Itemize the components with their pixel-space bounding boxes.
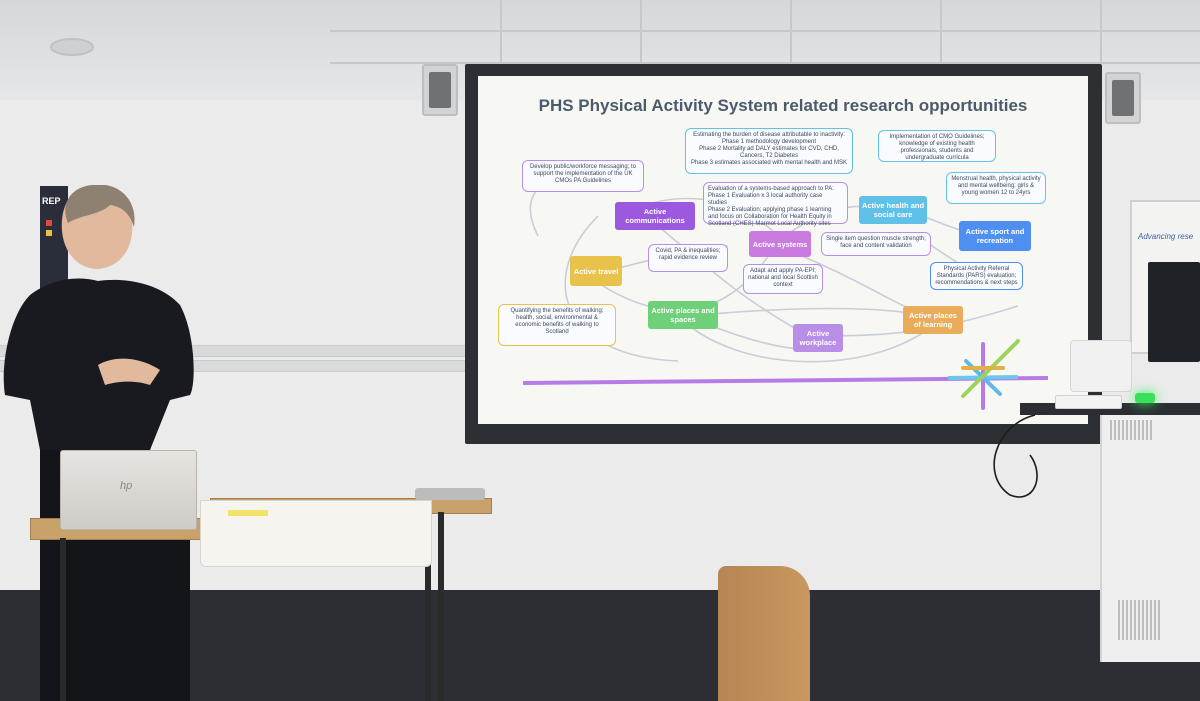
ceiling-downlight [50, 38, 94, 56]
node-active-health-social-care: Active health and social care [859, 196, 927, 224]
projected-slide: PHS Physical Activity System related res… [478, 76, 1088, 424]
ceiling-tile-line [330, 62, 1200, 64]
box-muscle-strength: Single item question muscle strength; fa… [821, 232, 931, 256]
node-active-places-spaces: Active places and spaces [648, 301, 718, 329]
link-line [677, 315, 939, 363]
ceiling-tile-line [940, 0, 942, 64]
laptop-logo: hp [120, 480, 133, 492]
box-menstrual-health: Menstrual health, physical activity and … [946, 172, 1046, 204]
box-cmo-guidelines: Implementation of CMO Guidelines; knowle… [878, 130, 996, 162]
sticky-notes [228, 510, 268, 516]
monitor [1148, 262, 1200, 362]
lectern-vent [1110, 420, 1154, 440]
desk-leg [438, 512, 444, 701]
star-logo-icon [961, 339, 1020, 410]
ceiling-tile-line [790, 0, 792, 64]
node-active-sport-recreation: Active sport and recreation [959, 221, 1031, 251]
link-line [657, 225, 809, 337]
banner-color-square [46, 230, 52, 236]
ceiling-tile-line [330, 30, 1200, 32]
wooden-chair [718, 566, 810, 701]
box-benefits-of-walking: Quantifying the benefits of walking; hea… [498, 304, 616, 346]
power-cable [993, 415, 1038, 498]
presenter [3, 185, 194, 701]
box-pars-evaluation: Physical Activity Referral Standards (PA… [930, 262, 1023, 290]
status-light-icon [1135, 393, 1155, 403]
ceiling-tile-line [1100, 0, 1102, 64]
node-active-systems: Active systems [749, 231, 811, 257]
node-active-places-of-learning: Active places of learning [903, 306, 963, 334]
node-active-travel: Active travel [570, 256, 622, 286]
box-covid-review: Covid, PA & inequalities; rapid evidence… [648, 244, 728, 272]
laptop [60, 450, 197, 530]
banner-color-square [46, 220, 52, 226]
box-pa-epi: Adapt and apply PA-EPI; national and loc… [743, 264, 823, 294]
document-camera-base [1055, 395, 1122, 409]
box-burden-of-disease: Estimating the burden of disease attribu… [685, 128, 853, 174]
node-active-communications: Active communications [615, 202, 695, 230]
link-line [687, 307, 929, 317]
node-active-workplace: Active workplace [793, 324, 843, 352]
ceiling-tile-line [500, 0, 502, 64]
lectern-vent [1118, 600, 1162, 640]
slide-title: PHS Physical Activity System related res… [538, 96, 1028, 115]
box-workforce-messaging: Develop public/workforce messaging; to s… [522, 160, 644, 192]
banner-text: REP [42, 196, 61, 206]
wall-speaker-right [1105, 72, 1141, 124]
box-systems-evaluation: Evaluation of a systems-based approach t… [703, 182, 848, 227]
poster-banner: REP [40, 186, 68, 296]
wall-speaker-left [422, 64, 458, 116]
floor [0, 590, 1200, 701]
whiteboard-text: Advancing rese [1138, 232, 1194, 241]
desk-leg [425, 512, 431, 701]
desk-leg [60, 538, 66, 701]
marker-pens [415, 488, 485, 500]
ceiling-tile-line [640, 0, 642, 64]
document-camera [1070, 340, 1132, 392]
